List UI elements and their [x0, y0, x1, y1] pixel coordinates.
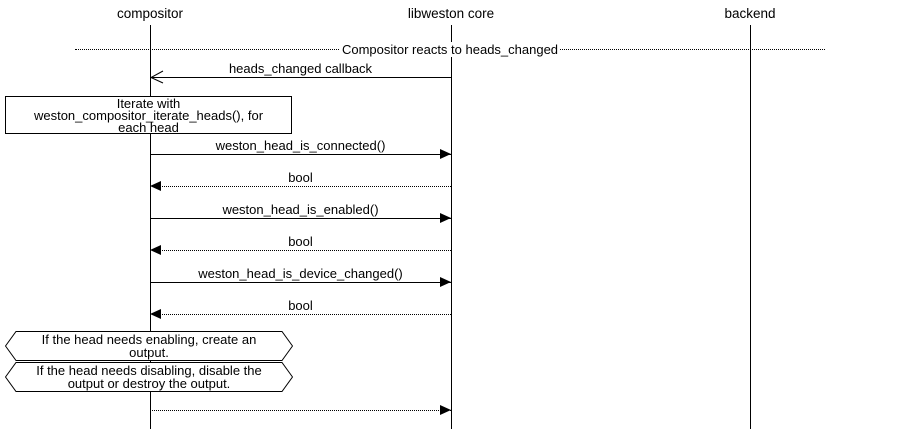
message-label-weston-head-is-connected: weston_head_is_connected() — [215, 138, 386, 153]
condition-note-text: If the head needs enabling, create an ou… — [5, 331, 293, 361]
note-line: Iterate with — [116, 96, 181, 111]
participant-label-libweston-core: libweston core — [407, 6, 495, 21]
condition-note-enabling: If the head needs enabling, create an ou… — [5, 331, 293, 361]
participant-label-compositor: compositor — [116, 6, 184, 21]
message-line-weston-head-is-connected — [150, 154, 451, 155]
condition-line: If the head needs enabling, create an — [41, 332, 257, 347]
filled-arrowhead-right-icon — [440, 277, 451, 287]
note-line: weston_compositor_iterate_heads(), for — [33, 108, 264, 123]
hexagon-outline — [5, 331, 293, 361]
lifeline-backend — [750, 25, 751, 429]
return-line-bool-2 — [150, 250, 451, 251]
message-line-weston-head-is-device-changed — [150, 282, 451, 283]
message-label-weston-head-is-enabled: weston_head_is_enabled() — [222, 202, 379, 217]
return-line-bool-3 — [150, 314, 451, 315]
return-line-bool-1 — [150, 186, 451, 187]
filled-arrowhead-right-icon — [440, 213, 451, 223]
message-line-weston-head-is-enabled — [150, 218, 451, 219]
filled-arrowhead-left-icon — [150, 181, 161, 191]
diagram-title-text: Compositor reacts to heads_changed — [339, 42, 561, 57]
return-label-bool-3: bool — [288, 298, 313, 313]
diagram-title: Compositor reacts to heads_changed — [0, 42, 900, 57]
open-arrowhead-icon — [150, 70, 164, 84]
condition-note-text: If the head needs disabling, disable the… — [5, 362, 293, 392]
lifeline-compositor — [150, 25, 151, 429]
condition-note-disabling: If the head needs disabling, disable the… — [5, 362, 293, 392]
message-label-heads-changed-callback: heads_changed callback — [228, 61, 373, 76]
note-line: each head — [118, 120, 179, 135]
hexagon-outline — [5, 362, 293, 392]
condition-line: If the head needs disabling, disable the — [36, 363, 262, 378]
note-iterate-heads: Iterate with weston_compositor_iterate_h… — [5, 96, 292, 134]
condition-line: output. — [129, 345, 169, 360]
return-label-bool-1: bool — [288, 170, 313, 185]
participant-label-backend: backend — [724, 6, 776, 21]
filled-arrowhead-left-icon — [150, 245, 161, 255]
filled-arrowhead-right-icon — [440, 149, 451, 159]
return-label-bool-2: bool — [288, 234, 313, 249]
filled-arrowhead-right-icon — [440, 405, 451, 415]
lifeline-libweston-core — [451, 25, 452, 429]
condition-line: output or destroy the output. — [67, 376, 231, 391]
filled-arrowhead-left-icon — [150, 309, 161, 319]
message-line-heads-changed-callback — [150, 77, 451, 78]
message-label-weston-head-is-device-changed: weston_head_is_device_changed() — [198, 266, 403, 281]
message-line-unlabeled-dotted — [150, 410, 451, 411]
